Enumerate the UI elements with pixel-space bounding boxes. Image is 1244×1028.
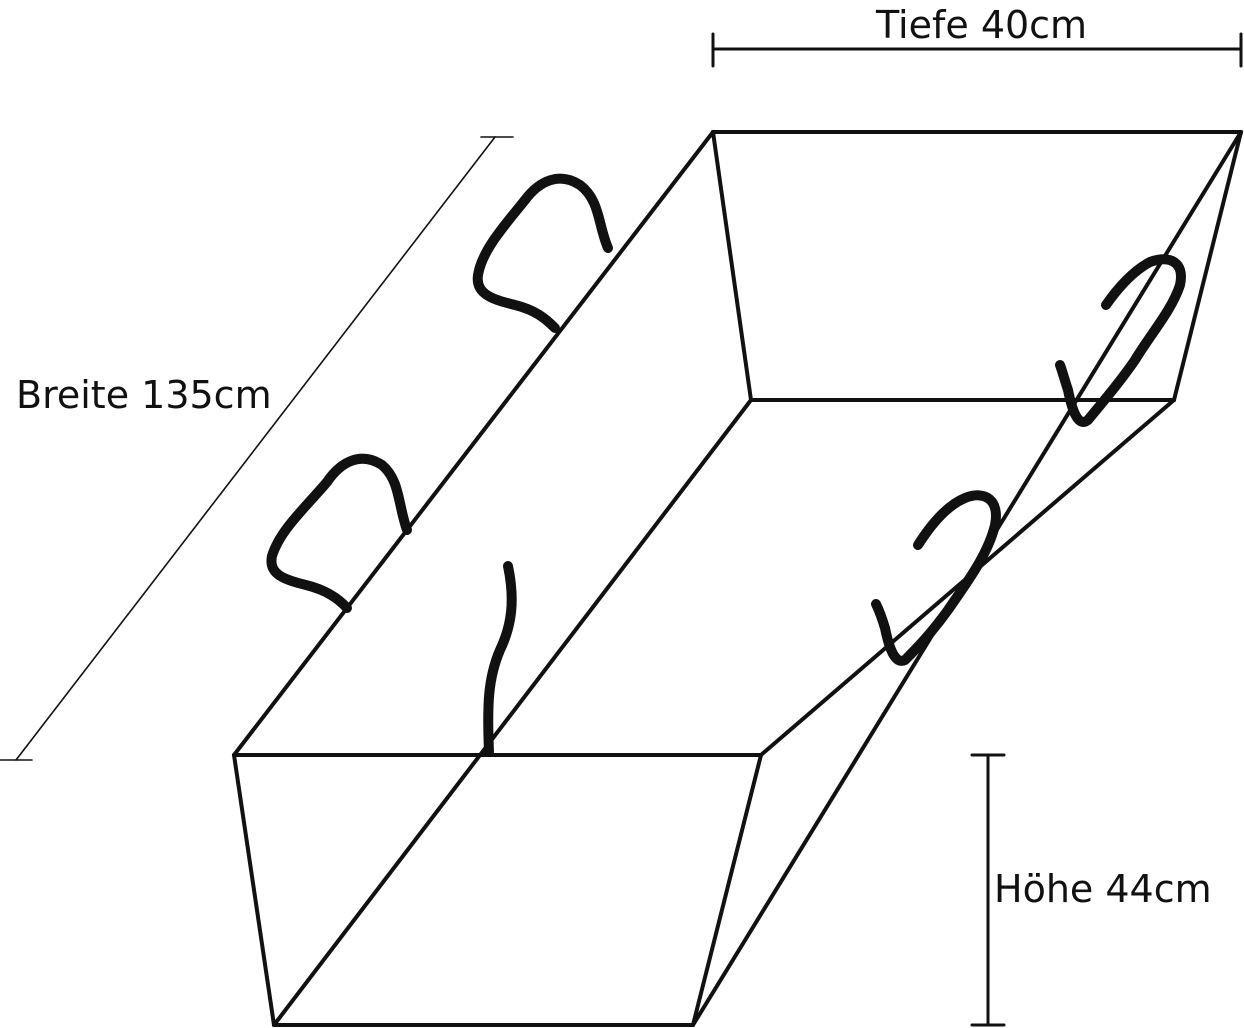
depth-dimension-line [711, 32, 1243, 68]
handle-upper-right [1055, 254, 1186, 427]
handle-upper-left [472, 173, 613, 333]
depth-label: Tiefe 40cm [876, 3, 1088, 47]
width-label: Breite 135cm [16, 373, 272, 417]
height-dimension-line [970, 753, 1006, 1027]
handle-lower-right [871, 490, 1001, 666]
width-dimension-line [0, 136, 514, 761]
handle-lower-left [266, 453, 412, 613]
bag-outline [232, 130, 1243, 1027]
height-label: Höhe 44cm [994, 867, 1212, 911]
zipper-pull [483, 561, 517, 757]
